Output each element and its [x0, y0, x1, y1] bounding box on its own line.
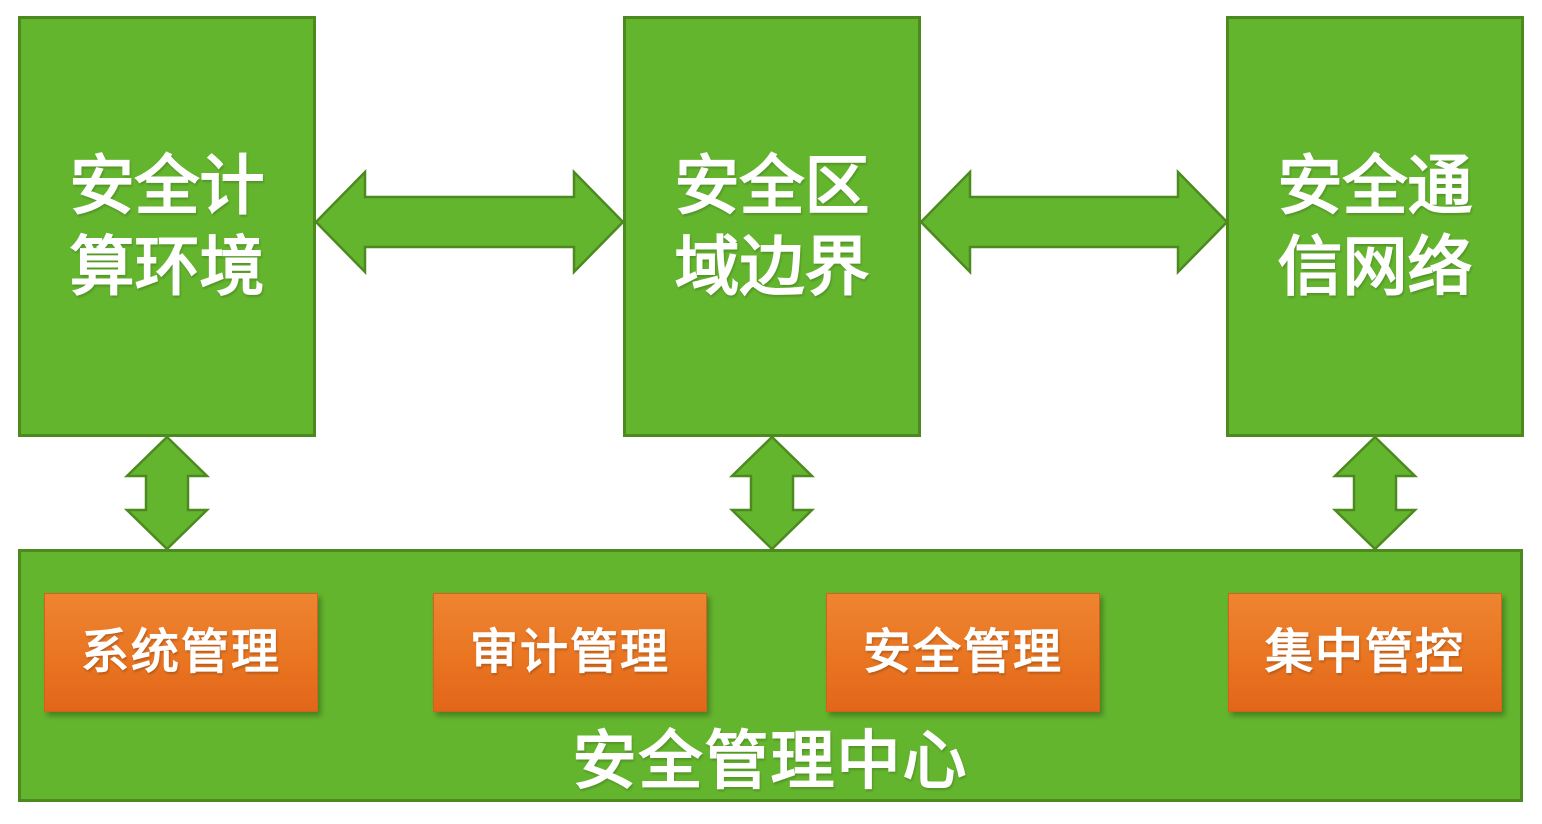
double-arrow-vertical-boundary-center [728, 435, 816, 551]
double-arrow-horizontal-computing-boundary [314, 168, 625, 276]
module-label-security-management: 安全管理 [862, 625, 1063, 679]
box-secure-communication-network: 安全通信网络 [1226, 16, 1524, 437]
security-management-center-label: 安全管理中心 [572, 725, 969, 797]
box-secure-computing-environment: 安全计算环境 [18, 16, 316, 437]
module-label-audit-management: 审计管理 [469, 625, 670, 679]
module-security-management: 安全管理 [826, 593, 1100, 712]
module-system-management: 系统管理 [44, 593, 318, 712]
module-label-centralized-control: 集中管控 [1264, 625, 1465, 679]
box-label-secure-area-boundary: 安全区域边界 [674, 148, 870, 303]
module-audit-management: 审计管理 [433, 593, 707, 712]
module-centralized-control: 集中管控 [1228, 593, 1502, 712]
box-label-secure-computing-environment: 安全计算环境 [69, 148, 265, 303]
double-arrow-vertical-computing-center [123, 435, 211, 551]
double-arrow-vertical-network-center [1331, 435, 1419, 551]
module-label-system-management: 系统管理 [80, 625, 281, 679]
double-arrow-horizontal-boundary-network [919, 168, 1229, 276]
box-secure-area-boundary: 安全区域边界 [623, 16, 921, 437]
box-label-secure-communication-network: 安全通信网络 [1277, 148, 1473, 303]
